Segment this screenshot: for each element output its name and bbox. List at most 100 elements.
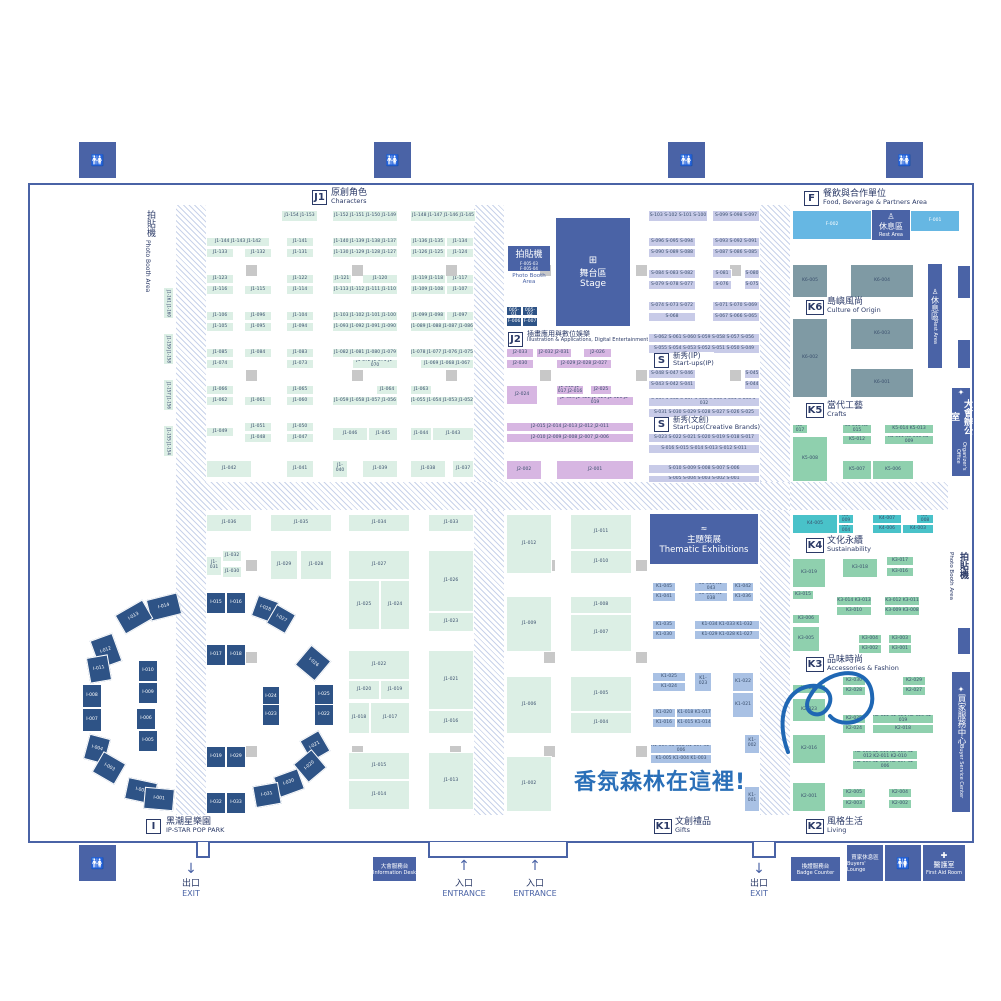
booth[interactable]: J1-055 J1-054 J1-053 J1-052 [410,396,474,406]
booth[interactable]: K3-014 K3-013 [836,596,872,606]
booth[interactable]: J1-062 [206,396,234,406]
booth[interactable]: S-023 S-022 S-021 S-020 S-019 S-018 S-01… [648,433,760,443]
booth[interactable]: J1-049 [206,427,234,437]
booth[interactable]: J1-113 J1-112 J1-111 J1-110 [332,285,398,295]
booth[interactable]: J1-029 [270,550,298,580]
booth[interactable]: I-005 [138,730,158,752]
booth[interactable]: S-079 S-078 S-077 [648,280,696,290]
booth[interactable]: J1-044 [410,427,432,441]
booth[interactable]: K5-008 [792,436,828,482]
booth[interactable]: J1-038 [410,460,446,478]
booth[interactable]: K2-009 K2-008 K2-007 K2-006 [852,760,918,770]
booth[interactable]: J1-155 J1-154 [163,425,174,457]
booth[interactable]: J1-047 [286,433,314,443]
booth[interactable]: J1-134 [446,237,474,247]
booth[interactable]: K1-025 [652,672,686,682]
rest-area[interactable]: ♙ 休息區 Rest Area [872,210,910,240]
booth[interactable]: K1-018 K1-017 [676,708,712,718]
first-aid-room[interactable]: ✚ 醫護室 First Aid Room [923,845,965,881]
booth[interactable]: K2-001 [792,782,826,812]
booth[interactable]: J1-119 J1-118 [410,274,446,284]
booth[interactable]: J1-093 J1-092 J1-091 J1-090 [332,322,398,332]
booth[interactable]: I-023 [262,704,280,726]
booth[interactable]: J1-083 [286,348,314,358]
booth[interactable]: J1-120 [362,274,398,284]
booth[interactable]: J1-008 [570,596,632,614]
booth[interactable]: J1-048 [244,433,272,443]
booth[interactable]: J1-002 [506,756,552,812]
booth[interactable]: K2-027 [902,686,926,696]
booth[interactable]: J2-002 [506,460,542,480]
booth[interactable]: J1-007 [570,614,632,652]
booth[interactable]: S-048 S-047 S-046 [648,369,696,379]
booth[interactable]: J1-021 [428,650,474,710]
booth[interactable]: I-010 [138,660,158,682]
booth[interactable]: J1-030 [222,566,242,578]
booth[interactable]: S-071 S-070 S-069 [712,301,760,311]
booth[interactable]: K1-020 [652,708,676,718]
booth[interactable]: K6-002 [792,318,828,398]
booth[interactable]: K3-006 [792,614,820,624]
booth[interactable]: J1-140 J1-139 J1-138 J1-137 [332,237,398,247]
booth[interactable]: K3-012 K3-011 [884,596,920,606]
booth[interactable]: J1-025 [348,580,380,630]
info-desk[interactable]: 大會服務台 Information Desk [373,857,416,881]
booth[interactable]: S-044 [744,380,760,390]
booth[interactable]: S-087 S-086 S-085 [712,248,760,258]
booth[interactable]: J1-040 [332,460,348,478]
booth[interactable]: K1-045 [652,582,676,592]
booth[interactable]: J1-012 [506,514,552,574]
booth[interactable]: J1-157 J1-156 [163,379,174,411]
booth[interactable]: K3-002 [858,644,882,654]
booth[interactable]: K1-021 [732,692,754,718]
booth[interactable]: J1-031 [206,556,222,576]
booth[interactable]: J1-097 [446,311,474,321]
booth[interactable]: J1-136 J1-135 [410,237,446,247]
booth[interactable]: K1-044 K1-043 [694,582,728,592]
booth[interactable]: J1-010 [570,550,632,574]
booth[interactable]: J1-122 [286,274,314,284]
booth[interactable]: I-011 [85,654,113,684]
booth[interactable]: I-006 [136,708,156,730]
booth[interactable]: S-075 [744,280,760,290]
booth[interactable]: I-016 [226,592,246,614]
booth[interactable]: K4-006 [872,524,902,534]
booth[interactable]: J1-064 [376,385,398,395]
booth[interactable]: S-096 S-095 S-094 [648,237,696,247]
booth[interactable]: S-074 S-073 S-072 [648,301,696,311]
booth[interactable]: J1-032 [222,550,242,562]
booth[interactable]: K1-036 [732,592,754,602]
badge-counter[interactable]: 換證服務台 Badge Counter [791,857,840,881]
booth[interactable]: J1-065 [286,385,314,395]
booth[interactable]: J1-039 [362,460,398,478]
booth[interactable]: J1-103 J1-102 J1-101 J1-100 [332,311,398,321]
booth[interactable]: K2-015 K2-014 K2-013 K2-012 K2-011 K2-01… [852,750,918,760]
booth[interactable]: J1-051 [244,422,272,432]
buyers-lounge[interactable]: 買家休息區 Buyers' Lounge [847,845,883,881]
booth[interactable]: J1-019 [380,680,410,700]
booth[interactable]: K1-029 K1-028 K1-027 [694,630,760,640]
booth[interactable]: K4-004 [838,524,854,534]
booth[interactable]: S-039 S-038 S-037 S-036 S-035 S-034 S-03… [648,397,760,407]
booth[interactable]: K1-041 [652,592,676,602]
booth[interactable]: S-005 S-004 S-003 S-002 S-001 [648,475,760,483]
booth[interactable]: J1-114 [286,285,314,295]
booth[interactable]: K3-017 [886,556,914,566]
booth[interactable]: J1-124 [446,248,474,258]
booth[interactable]: J1-050 [286,422,314,432]
booth[interactable]: J1-066 [206,385,234,395]
booth[interactable]: J1-037 [452,460,474,478]
booth[interactable]: J1-027 [348,550,410,580]
booth[interactable]: J1-034 [348,514,410,532]
booth[interactable]: K3-018 [842,558,878,578]
booth[interactable]: J1-026 [428,550,474,612]
booth[interactable]: J1-099 J1-098 [410,311,446,321]
booth[interactable]: K2-004 [888,788,912,798]
booth[interactable]: J1-094 [286,322,314,332]
booth[interactable]: J1-033 [428,514,474,532]
booth[interactable]: J1-072 J1-071 J1-070 [352,359,398,369]
booth[interactable]: J1-009 [506,596,552,652]
